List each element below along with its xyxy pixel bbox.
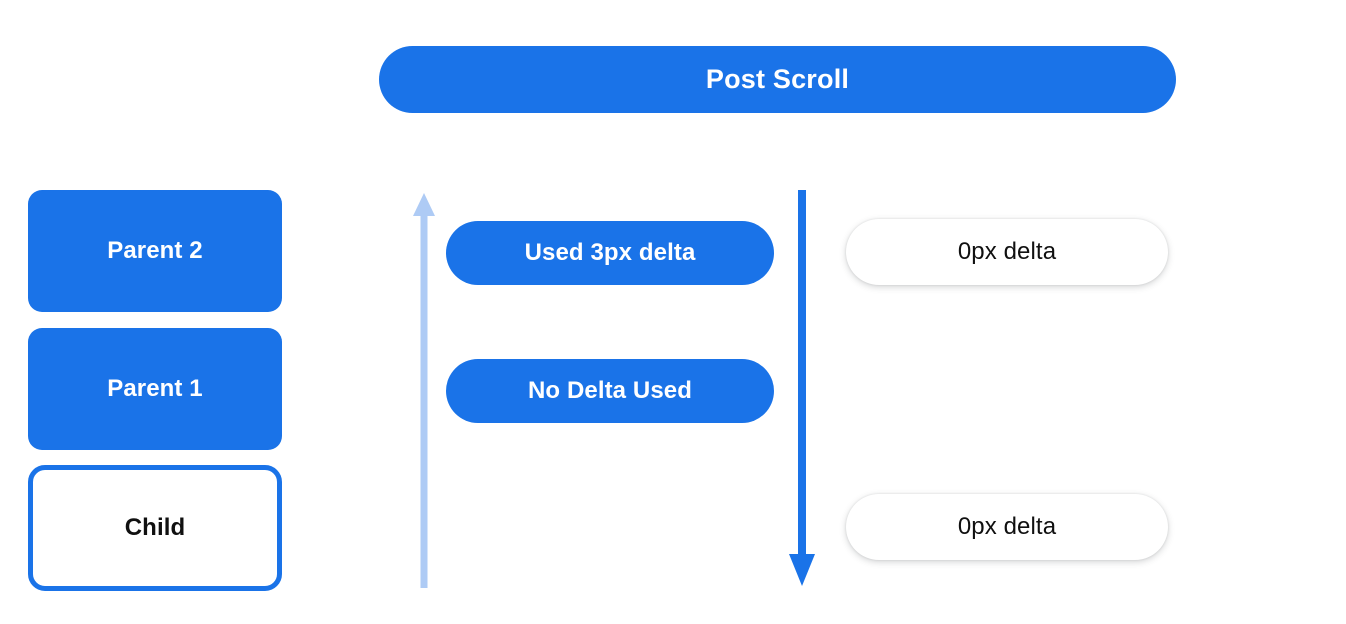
zero-delta-pill-bottom-label: 0px delta <box>957 513 1057 540</box>
node-child: Child <box>28 465 282 591</box>
scroll-up-arrow-icon <box>413 193 435 588</box>
no-delta-used-pill-label: No Delta Used <box>527 377 692 404</box>
node-child-label: Child <box>124 514 186 541</box>
delta-used-pill: Used 3px delta <box>446 221 774 285</box>
post-scroll-header: Post Scroll <box>379 46 1176 113</box>
delta-used-pill-label: Used 3px delta <box>524 239 696 266</box>
no-delta-used-pill: No Delta Used <box>446 359 774 423</box>
scroll-down-arrow-icon <box>789 190 815 586</box>
zero-delta-pill-bottom: 0px delta <box>846 494 1168 560</box>
zero-delta-pill-top: 0px delta <box>846 219 1168 285</box>
node-parent-1: Parent 1 <box>28 328 282 450</box>
node-parent-2-label: Parent 2 <box>107 237 203 264</box>
post-scroll-header-label: Post Scroll <box>705 64 850 94</box>
node-parent-2: Parent 2 <box>28 190 282 312</box>
zero-delta-pill-top-label: 0px delta <box>957 238 1057 265</box>
node-parent-1-label: Parent 1 <box>107 375 203 402</box>
